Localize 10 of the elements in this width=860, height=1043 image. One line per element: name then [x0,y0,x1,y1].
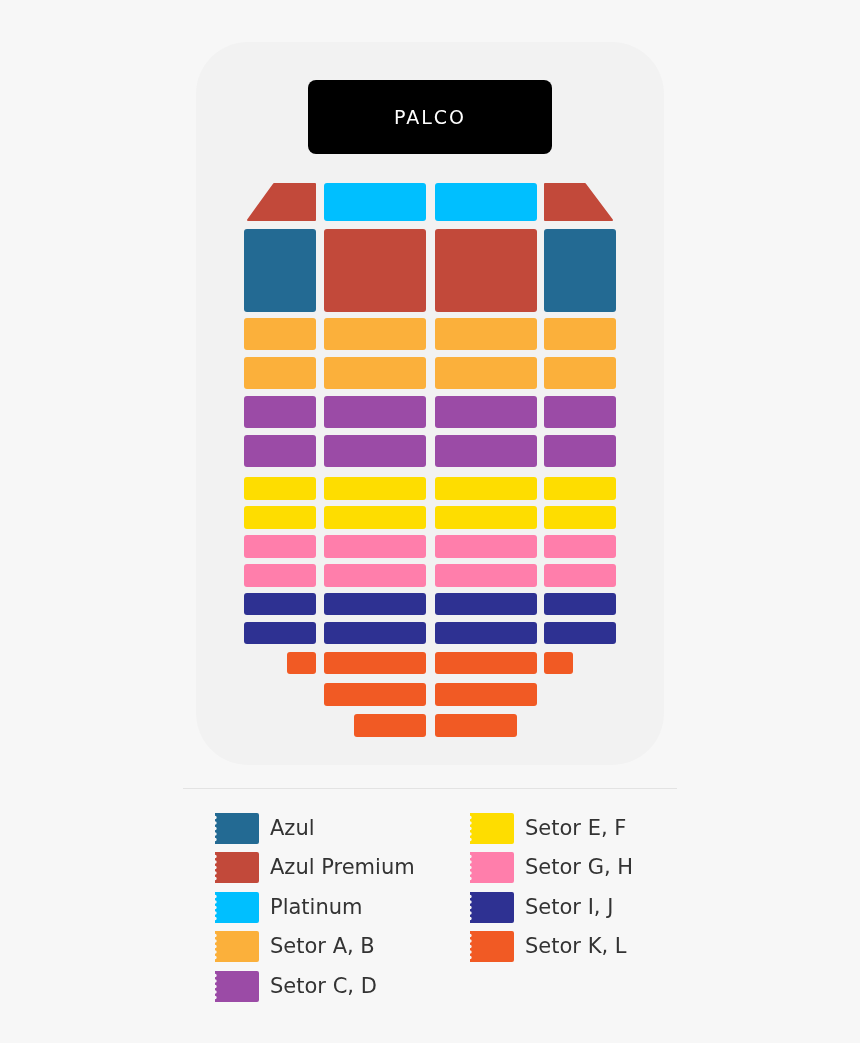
legend-label: Setor E, F [525,815,627,842]
legend-label: Setor C, D [270,972,377,1000]
legend-label: Azul Premium [270,854,415,882]
legend-label: Platinum [270,893,363,921]
legend-label: Setor A, B [270,933,375,961]
legend-label: Setor G, H [525,854,634,882]
legend-label: Azul [270,815,315,842]
stage-box: PALCO [308,80,552,154]
legend-label: Setor K, L [525,933,627,961]
legend-label: Setor I, J [525,893,614,921]
